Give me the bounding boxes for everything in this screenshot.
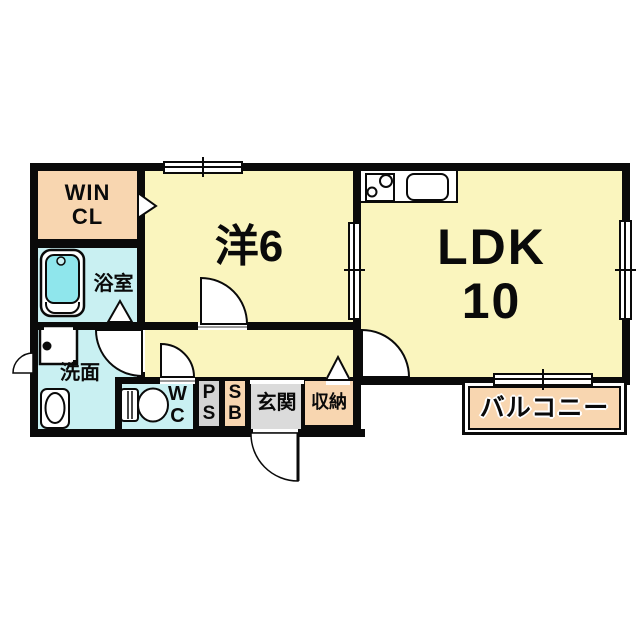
opening-storage-door <box>326 377 350 385</box>
wall-washroom-stub <box>137 372 145 377</box>
opening-washroom-door <box>137 330 145 372</box>
threshold-front-door <box>253 432 298 434</box>
kitchen-counter <box>361 171 458 203</box>
cell-sb <box>222 378 248 429</box>
threshold-west-door <box>198 326 247 328</box>
window-top-tick <box>202 157 204 177</box>
wall-top <box>30 163 630 171</box>
wall-bottom <box>30 429 365 437</box>
room-western-6 <box>145 171 353 322</box>
opening-entrance-step <box>250 377 304 384</box>
wall-left <box>30 163 38 437</box>
room-win-cl <box>38 171 137 239</box>
balcony-inner <box>468 386 621 430</box>
wall-wincl-west <box>137 171 145 330</box>
cell-entrance <box>248 378 305 429</box>
wall-wincl-bath <box>30 239 145 248</box>
window-right-tick <box>615 269 636 271</box>
window-west-ldk-tick <box>344 269 365 271</box>
wall-storage-right <box>353 377 361 437</box>
wall-mid-horizontal <box>30 322 361 330</box>
entrance-door-icon-arc <box>250 432 299 482</box>
room-bathroom <box>38 248 137 322</box>
room-wc <box>122 384 193 429</box>
window-balcony-tick <box>542 369 544 390</box>
hallway <box>145 330 353 377</box>
window-west-ldk-mullion <box>353 222 355 320</box>
threshold-wc-door <box>160 380 195 382</box>
wall-wc-left <box>115 377 122 429</box>
cell-ps <box>196 378 222 429</box>
entrance-step-line <box>250 377 304 380</box>
